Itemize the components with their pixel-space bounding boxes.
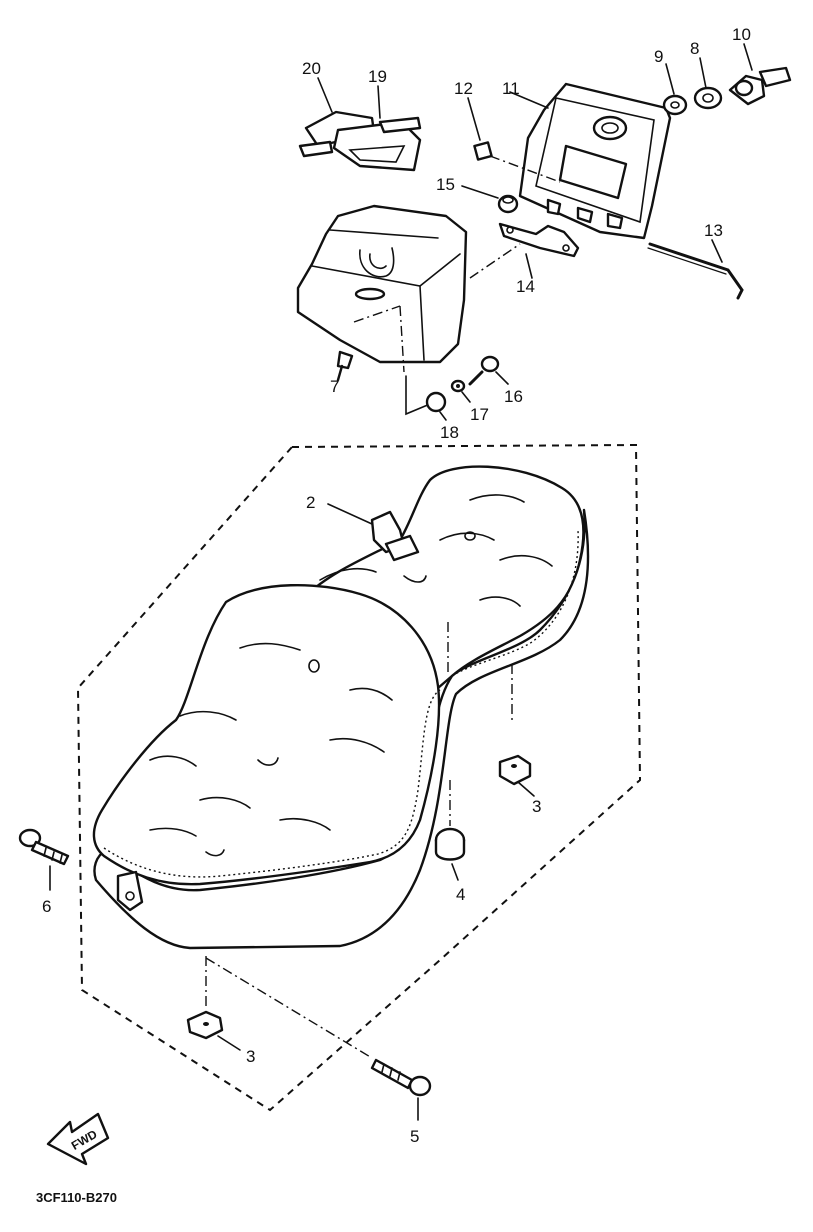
callout-16: 16 xyxy=(504,387,523,406)
callout-8: 8 xyxy=(690,39,699,58)
callout-6: 6 xyxy=(42,897,51,916)
part-17-washer xyxy=(450,379,466,393)
part-8-nut xyxy=(693,86,723,110)
callout-12: 12 xyxy=(454,79,473,98)
callout-18: 18 xyxy=(440,423,459,442)
part-13-rod xyxy=(647,242,744,300)
part-19-bracket xyxy=(332,116,422,172)
callout-2: 2 xyxy=(306,493,315,512)
fwd-arrow: FWD xyxy=(46,1112,110,1166)
callout-20: 20 xyxy=(302,59,321,78)
part-7-screw xyxy=(336,350,354,382)
callout-3-bottom: 3 xyxy=(246,1047,255,1066)
part-6-bolt xyxy=(18,828,70,866)
callout-17: 17 xyxy=(470,405,489,424)
part-4-grommet xyxy=(434,827,466,861)
part-9-washer xyxy=(662,94,688,116)
callout-9: 9 xyxy=(654,47,663,66)
tail-box-cover xyxy=(296,204,468,364)
seat xyxy=(92,465,590,1010)
part-10-lock-cylinder xyxy=(728,66,792,106)
part-11-tray xyxy=(518,82,672,240)
callout-3-right: 3 xyxy=(532,797,541,816)
diagram-code: 3CF110-B270 xyxy=(36,1190,117,1205)
part-12-nut xyxy=(473,141,493,161)
callout-15: 15 xyxy=(436,175,455,194)
callout-5: 5 xyxy=(410,1127,419,1146)
callout-11: 11 xyxy=(502,79,520,98)
part-5-bolt xyxy=(370,1058,432,1097)
callout-10: 10 xyxy=(732,25,751,44)
callout-7: 7 xyxy=(330,377,339,396)
part-15-grommet xyxy=(497,194,519,214)
part-14-plate xyxy=(498,222,580,258)
callout-14: 14 xyxy=(516,277,535,296)
part-18-grommet xyxy=(425,391,447,413)
callout-19: 19 xyxy=(368,67,387,86)
part-3-damper-right xyxy=(498,754,532,786)
callout-13: 13 xyxy=(704,221,723,240)
part-16-bolt xyxy=(468,355,500,386)
part-3-damper-bottom xyxy=(186,1010,224,1040)
callout-4: 4 xyxy=(456,885,465,904)
